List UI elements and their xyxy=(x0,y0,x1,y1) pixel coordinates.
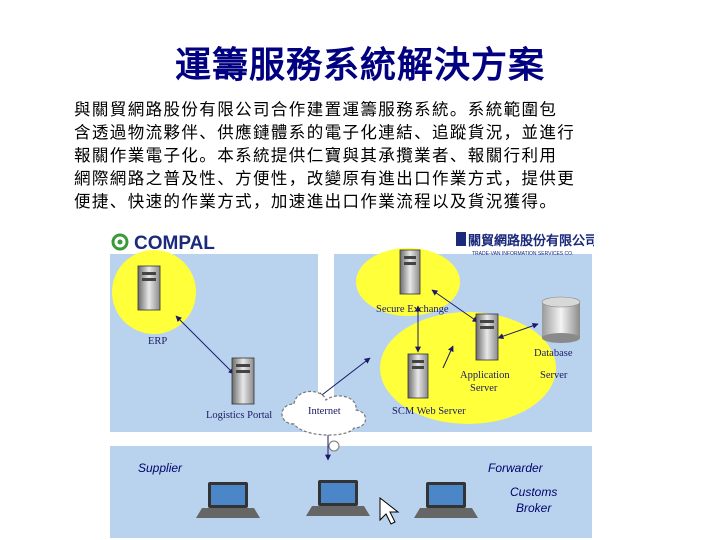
secure-exchange-server-icon xyxy=(400,250,420,294)
description-paragraph: 與關貿網路股份有限公司合作建置運籌服務系統。系統範圍包 含透過物流夥伴、供應鏈體… xyxy=(74,98,654,213)
logistics-portal-label: Logistics Portal xyxy=(206,410,272,421)
erp-server-icon xyxy=(138,266,160,310)
page-title: 運籌服務系統解決方案 xyxy=(0,36,720,88)
erp-label: ERP xyxy=(148,336,167,347)
application-server-icon xyxy=(476,314,498,360)
application-server-label: Server xyxy=(470,383,498,394)
description-line: 與關貿網路股份有限公司合作建置運籌服務系統。系統範圍包 xyxy=(74,98,654,121)
scm-web-server-icon xyxy=(408,354,428,398)
tradevan-logo-text: 關貿網路股份有限公司 xyxy=(468,233,594,249)
tradevan-logo: 關貿網路股份有限公司 TRADE-VAN INFORMATION SERVICE… xyxy=(456,232,594,257)
database-server-label: Database xyxy=(534,348,573,359)
customs-broker-label: Broker xyxy=(516,501,552,515)
description-line: 含透過物流夥伴、供應鏈體系的電子化連結、追蹤貨況，並進行 xyxy=(74,121,654,144)
description-line: 網際網路之普及性、方便性，改變原有進出口作業方式，提供更 xyxy=(74,167,654,190)
compal-logo: COMPAL xyxy=(113,233,215,254)
logistics-portal-server-icon xyxy=(232,358,254,404)
description-line: 便捷、快速的作業方式，加速進出口作業流程以及貨況獲得。 xyxy=(74,190,654,213)
secure-exchange-label: Secure Exchange xyxy=(376,304,449,315)
internet-label: Internet xyxy=(308,406,341,417)
customs-broker-label: Customs xyxy=(510,485,557,499)
application-server-label: Application xyxy=(460,370,510,381)
scm-web-server-label: SCM Web Server xyxy=(392,406,466,417)
tradevan-logo-subtitle: TRADE-VAN INFORMATION SERVICES CO. xyxy=(472,251,573,257)
supplier-label: Supplier xyxy=(138,461,183,475)
forwarder-label: Forwarder xyxy=(488,461,544,475)
database-server-label: Server xyxy=(540,370,568,381)
architecture-diagram: COMPAL 關貿網路股份有限公司 TRADE-VAN INFORMATION … xyxy=(108,228,594,540)
description-line: 報關作業電子化。本系統提供仁寶與其承攬業者、報關行利用 xyxy=(74,144,654,167)
database-cylinder-icon xyxy=(542,297,580,343)
